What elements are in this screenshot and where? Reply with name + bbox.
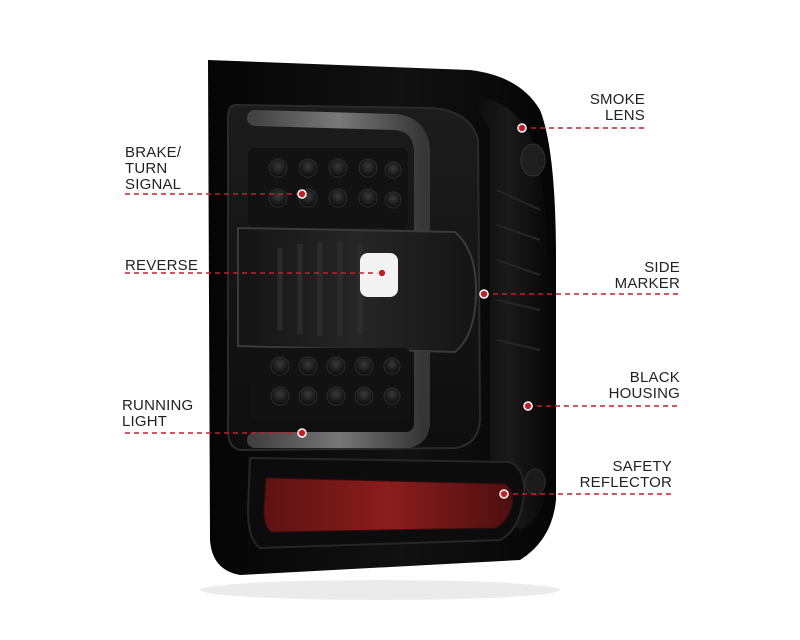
- label-brake-turn-signal: BRAKE/ TURN SIGNAL: [125, 144, 182, 193]
- callout-lines: [125, 127, 680, 495]
- brake-turn-signal-dot: [297, 189, 307, 199]
- label-reverse: REVERSE: [125, 257, 199, 274]
- label-running-light: RUNNING LIGHT: [122, 397, 194, 430]
- label-safety-reflector: SAFETY REFLECTOR: [579, 458, 672, 491]
- smoke-lens-dot: [517, 123, 527, 133]
- callout-dots: [297, 123, 533, 499]
- mounting-bolt-lower: [524, 468, 546, 496]
- reverse-dot: [377, 268, 387, 278]
- black-housing-dot: [523, 401, 533, 411]
- lower-led-cluster: [250, 348, 410, 420]
- reverse-section: [237, 226, 478, 354]
- brake-led-cluster: [248, 148, 408, 228]
- floor-shadow: [200, 580, 560, 600]
- side-marker-dot: [479, 289, 489, 299]
- mounting-bolt: [520, 143, 546, 177]
- running-light-dot: [297, 428, 307, 438]
- label-side-marker: SIDE MARKER: [614, 259, 680, 292]
- housing-ribs: [496, 189, 541, 351]
- safety-reflector: [263, 477, 513, 533]
- label-smoke-lens: SMOKE LENS: [589, 91, 645, 124]
- label-black-housing: BLACK HOUSING: [608, 369, 680, 402]
- safety-reflector-dot: [499, 489, 509, 499]
